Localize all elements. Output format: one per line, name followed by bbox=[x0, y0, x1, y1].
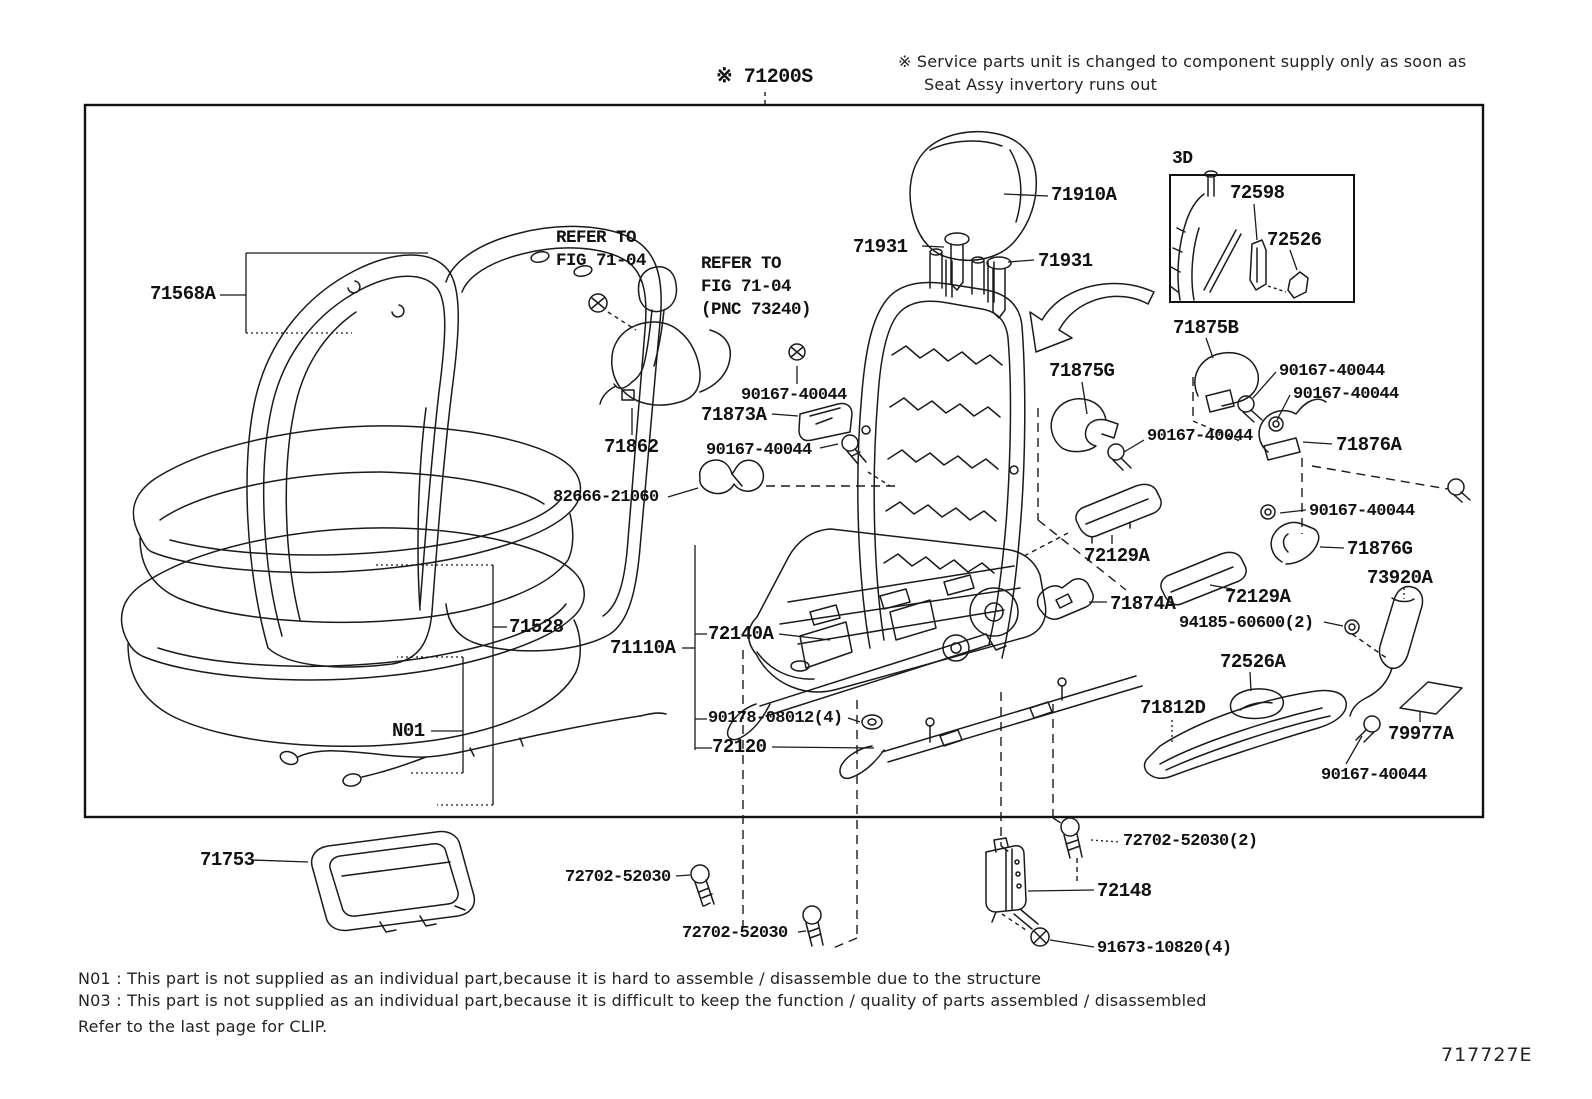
rail-covers-drawing bbox=[1036, 483, 1360, 635]
part-label-71528: 71528 bbox=[509, 616, 564, 638]
part-label-72702-52030-2: 72702-52030(2) bbox=[1123, 832, 1258, 851]
headrest-drawing bbox=[909, 130, 1038, 303]
bottom-parts-drawing bbox=[310, 714, 1083, 947]
part-label-71874A: 71874A bbox=[1110, 593, 1176, 615]
part-label-71873A: 71873A bbox=[701, 404, 767, 426]
capsule-drawing bbox=[1349, 585, 1463, 743]
refer-right-line3: (PNC 73240) bbox=[701, 300, 812, 320]
part-label-71876G: 71876G bbox=[1347, 538, 1413, 560]
part-label-73920A: 73920A bbox=[1367, 567, 1433, 589]
cushion-frame-drawing bbox=[747, 528, 1047, 693]
part-label-90167-40044-5: 90167-40044 bbox=[1147, 427, 1253, 446]
service-note-line1: ※ Service parts unit is changed to compo… bbox=[898, 52, 1467, 71]
part-label-90178-08012: 90178-08012(4) bbox=[708, 709, 843, 728]
seatback-pair-drawing bbox=[246, 225, 662, 668]
part-label-72598: 72598 bbox=[1230, 182, 1285, 204]
figure-ref-label: ※ 71200S bbox=[716, 66, 813, 89]
seat-rail-upper-drawing bbox=[726, 599, 1007, 741]
part-label-90167-40044-7: 90167-40044 bbox=[1321, 766, 1427, 785]
seat-rail-lower-drawing bbox=[839, 675, 1143, 780]
center-bracket-screws-drawing bbox=[788, 343, 867, 465]
part-label-71862: 71862 bbox=[604, 436, 659, 458]
part-label-82666-21060: 82666-21060 bbox=[553, 488, 659, 507]
part-label-71568A: 71568A bbox=[150, 283, 216, 305]
part-label-72120: 72120 bbox=[712, 736, 767, 758]
inset-drawing bbox=[1169, 170, 1309, 301]
side-shield-drawing bbox=[1143, 688, 1347, 779]
part-label-72148: 72148 bbox=[1097, 880, 1152, 902]
left-small-parts-drawing bbox=[588, 266, 765, 495]
seatback-frame-drawing bbox=[857, 248, 1026, 659]
part-label-71110A: 71110A bbox=[610, 637, 676, 659]
refer-right-line2: FIG 71-04 bbox=[701, 277, 792, 297]
curved-arrow bbox=[1029, 282, 1155, 353]
part-label-90167-40044-3: 90167-40044 bbox=[741, 386, 847, 405]
part-label-72526: 72526 bbox=[1267, 229, 1322, 251]
part-label-N01: N01 bbox=[392, 720, 425, 742]
part-label-90167-40044-6: 90167-40044 bbox=[1309, 502, 1415, 521]
refer-left-line2: FIG 71-04 bbox=[556, 251, 647, 271]
refer-left-line1: REFER TO bbox=[556, 228, 637, 248]
right-shields-drawing bbox=[1050, 352, 1471, 565]
footnote-clip: Refer to the last page for CLIP. bbox=[78, 1017, 328, 1036]
leader-lines bbox=[220, 193, 1421, 948]
cushion-pair-drawing bbox=[120, 425, 585, 748]
part-label-79977A: 79977A bbox=[1388, 723, 1454, 745]
part-label-71875B: 71875B bbox=[1173, 317, 1239, 339]
part-label-72140A: 72140A bbox=[708, 623, 774, 645]
part-label-72129A-upper: 72129A bbox=[1084, 545, 1150, 567]
part-label-72129A-lower: 72129A bbox=[1225, 586, 1291, 608]
line-art bbox=[120, 130, 1471, 947]
part-label-71753: 71753 bbox=[200, 849, 255, 871]
part-label-90167-40044-1: 90167-40044 bbox=[1279, 362, 1385, 381]
inset-3d-label: 3D bbox=[1172, 149, 1193, 169]
part-label-71931-left: 71931 bbox=[853, 236, 908, 258]
part-label-90167-40044-4: 90167-40044 bbox=[706, 441, 812, 460]
diagram-code: 717727E bbox=[1441, 1044, 1533, 1066]
part-label-94185-60600: 94185-60600(2) bbox=[1179, 614, 1314, 633]
part-label-71910A: 71910A bbox=[1051, 184, 1117, 206]
wire-harness-drawing bbox=[279, 712, 667, 787]
footnote-n01: N01 : This part is not supplied as an in… bbox=[78, 969, 1042, 988]
part-label-72702-52030-top: 72702-52030 bbox=[565, 868, 671, 887]
part-label-71875G: 71875G bbox=[1049, 360, 1115, 382]
part-label-90167-40044-2: 90167-40044 bbox=[1293, 385, 1399, 404]
refer-right-line1: REFER TO bbox=[701, 254, 782, 274]
service-note-line2: Seat Assy invertory runs out bbox=[924, 75, 1158, 94]
footnote-n03: N03 : This part is not supplied as an in… bbox=[78, 991, 1207, 1010]
part-label-91673-10820: 91673-10820(4) bbox=[1097, 939, 1232, 958]
headrest-support-drawing bbox=[944, 232, 1012, 319]
part-label-71812D: 71812D bbox=[1140, 697, 1206, 719]
part-label-72702-52030-bottom: 72702-52030 bbox=[682, 924, 788, 943]
part-label-71876A: 71876A bbox=[1336, 434, 1402, 456]
part-label-71931-right: 71931 bbox=[1038, 250, 1093, 272]
part-label-72526A: 72526A bbox=[1220, 651, 1286, 673]
diagram-frame bbox=[83, 103, 1485, 819]
